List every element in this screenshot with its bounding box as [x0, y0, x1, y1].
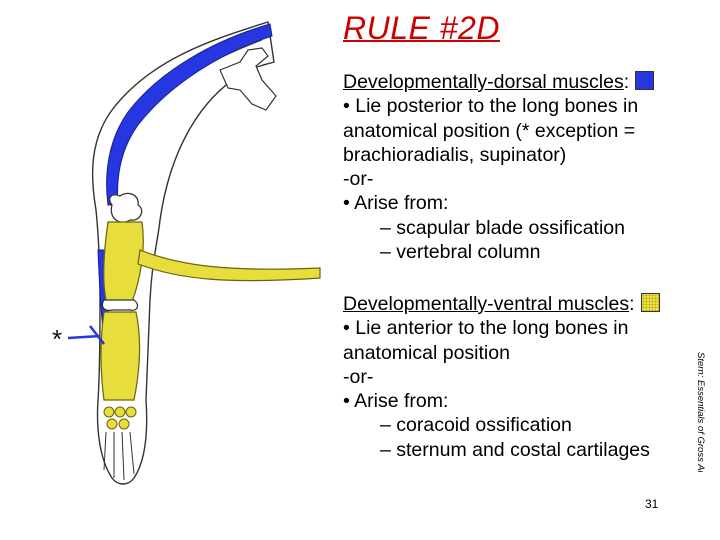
wrist-bones: [103, 406, 137, 430]
slide-title: RULE #2D: [343, 10, 500, 46]
nerve-band: [137, 249, 321, 282]
ventral-forearm-muscle: [100, 311, 141, 401]
ventral-sub-item: – coracoid ossification: [380, 414, 572, 437]
source-credit-text: Stern: Essentials of Gross Anatomy: [695, 352, 706, 472]
ventral-color-swatch: [640, 293, 660, 312]
dorsal-heading: Developmentally-dorsal muscles:: [343, 70, 673, 94]
dorsal-line: anatomical position (* exception =: [343, 119, 636, 142]
ventral-heading-colon: :: [629, 293, 635, 315]
ventral-heading-text: Developmentally-ventral muscles: [343, 293, 630, 315]
dorsal-line: • Arise from:: [343, 192, 449, 215]
dorsal-color-swatch: [635, 71, 655, 90]
elbow-bone: [101, 299, 139, 311]
dorsal-line: brachioradialis, supinator): [343, 143, 567, 166]
humerus-head: [108, 192, 143, 223]
source-credit: Stern: Essentials of Gross Anatomy: [693, 352, 709, 503]
ventral-section: Developmentally-ventral muscles: • Lie a…: [343, 292, 673, 462]
ventral-line: -or-: [343, 365, 374, 388]
dorsal-sub-item: – vertebral column: [380, 241, 541, 264]
finger-lines: [103, 431, 135, 481]
ventral-upper-arm-muscle: [103, 221, 144, 303]
dorsal-heading-text: Developmentally-dorsal muscles: [343, 71, 624, 93]
dorsal-heading-colon: :: [623, 71, 630, 93]
page-number: 31: [645, 497, 659, 511]
exception-asterisk: *: [52, 324, 63, 354]
scapula-bone: [219, 47, 277, 111]
dorsal-section: Developmentally-dorsal muscles: • Lie po…: [343, 70, 673, 264]
ventral-sub-item: – sternum and costal cartilages: [380, 438, 650, 461]
ventral-heading: Developmentally-ventral muscles:: [343, 292, 673, 316]
ventral-line: • Arise from:: [343, 390, 449, 413]
ventral-line: • Lie anterior to the long bones in: [343, 317, 629, 340]
exception-pointer-line: [67, 325, 105, 345]
arm-illustration: [67, 21, 321, 485]
arm-outline: [91, 21, 275, 485]
ventral-line: anatomical position: [343, 341, 510, 364]
dorsal-line: • Lie posterior to the long bones in: [343, 95, 639, 118]
dorsal-line: -or-: [343, 168, 374, 191]
dorsal-sub-item: – scapular blade ossification: [380, 216, 625, 239]
